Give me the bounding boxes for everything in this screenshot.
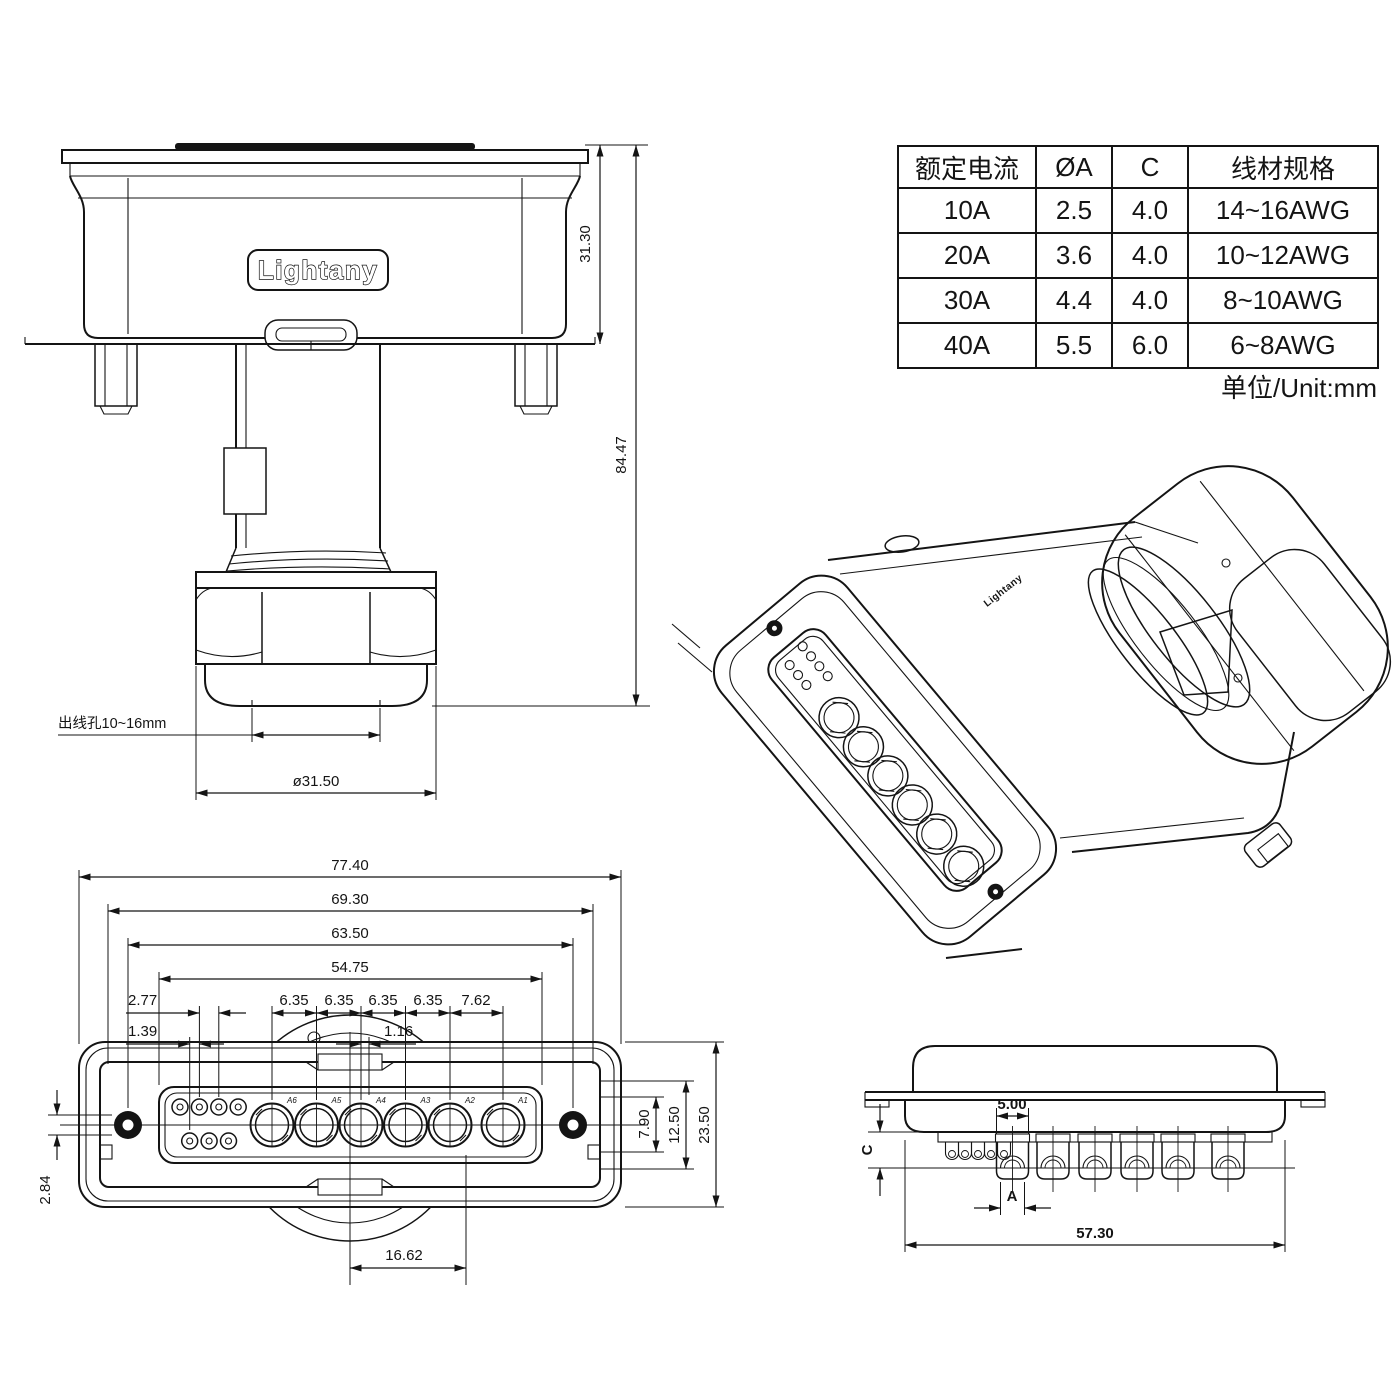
col-diameter-a: ØA: [1035, 145, 1113, 189]
dim-flange-height: 31.30: [577, 144, 648, 344]
svg-text:ø31.50: ø31.50: [293, 773, 340, 790]
face-view: A6 A5 A4 A3 A2 A1: [37, 857, 724, 1285]
dim-insert-width: 54.75: [158, 959, 543, 1085]
mount-hole-right: [559, 1111, 587, 1139]
logo-plate: [247, 249, 389, 291]
dim-center-to-contact: 16.62: [349, 1155, 467, 1285]
svg-text:A4: A4: [375, 1096, 386, 1105]
svg-text:69.30: 69.30: [331, 891, 369, 908]
svg-text:54.75: 54.75: [331, 959, 369, 976]
col-c: C: [1111, 145, 1189, 189]
gland-dome: [204, 663, 428, 707]
unit-note: 单位/Unit:mm: [1220, 373, 1377, 403]
side-view: 5.00 C A 57.30: [859, 1045, 1326, 1252]
svg-text:出线孔10~16mm: 出线孔10~16mm: [58, 715, 166, 732]
dim-signal-row-offset: 1.39: [126, 1023, 224, 1130]
brand-logo-front: Lightany: [258, 255, 378, 285]
svg-text:57.30: 57.30: [1076, 1225, 1114, 1242]
svg-text:C: C: [859, 1144, 876, 1155]
gland-threads: [225, 547, 392, 573]
dim-signal-pitch: 2.77: [126, 992, 246, 1097]
table-row: 30A 4.4 4.0 8~10AWG: [897, 277, 1379, 324]
dim-insert-height: 7.90: [600, 1096, 664, 1153]
svg-text:16.62: 16.62: [385, 1247, 423, 1264]
dim-shell-height: 12.50: [600, 1080, 694, 1170]
svg-text:2.84: 2.84: [37, 1175, 54, 1204]
svg-text:31.30: 31.30: [577, 225, 594, 263]
gland-hex-nut: [195, 587, 437, 665]
svg-text:6.35: 6.35: [413, 992, 442, 1009]
iso-gland-nut: [1101, 465, 1392, 765]
signal-pins: [171, 1098, 247, 1150]
board-foot-left: [94, 343, 138, 415]
svg-text:A3: A3: [420, 1096, 431, 1105]
col-wire-gauge: 线材规格: [1187, 145, 1379, 189]
svg-text:23.50: 23.50: [696, 1106, 713, 1144]
dim-flange-height-face: 23.50: [625, 1041, 724, 1208]
svg-text:A: A: [1007, 1188, 1018, 1205]
dim-power-pitches: 6.35 6.35 6.35 6.35 7.62: [271, 992, 504, 1100]
dim-body-width-side: 57.30: [904, 1140, 1286, 1252]
iso-view: Lightany: [671, 465, 1392, 959]
table-row: 40A 5.5 6.0 6~8AWG: [897, 322, 1379, 369]
dim-cup-width: 5.00: [996, 1096, 1029, 1134]
spec-table-header-row: 额定电流 ØA C 线材规格: [897, 145, 1379, 189]
power-solder-cups: [935, 1126, 1295, 1192]
dim-mount-spacing: 63.50: [127, 925, 574, 1108]
signal-solder-cups: [944, 1142, 1012, 1161]
svg-text:A5: A5: [331, 1096, 342, 1105]
svg-text:7.62: 7.62: [461, 992, 490, 1009]
iso-label-window: [1159, 608, 1233, 696]
dim-gland-diameter: ø31.50: [195, 666, 437, 800]
table-row: 10A 2.5 4.0 14~16AWG: [897, 187, 1379, 234]
svg-text:6.35: 6.35: [324, 992, 353, 1009]
svg-text:A6: A6: [286, 1096, 297, 1105]
dim-total-height: 84.47: [432, 145, 650, 707]
svg-text:6.35: 6.35: [368, 992, 397, 1009]
svg-text:A1: A1: [517, 1096, 528, 1105]
svg-text:84.47: 84.47: [613, 436, 630, 474]
spec-table: 额定电流 ØA C 线材规格 10A 2.5 4.0 14~16AWG 20A …: [897, 145, 1379, 369]
dim-cable-hole: 出线孔10~16mm: [58, 708, 381, 742]
svg-text:12.50: 12.50: [666, 1106, 683, 1144]
svg-text:A2: A2: [464, 1096, 475, 1105]
power-contacts: A6 A5 A4 A3 A2 A1: [249, 1096, 528, 1148]
top-seal-strip: [175, 143, 475, 150]
svg-text:63.50: 63.50: [331, 925, 369, 942]
svg-text:5.00: 5.00: [997, 1096, 1026, 1113]
front-view: Lightany: [24, 143, 650, 800]
brand-logo-iso: Lightany: [982, 573, 1025, 610]
mount-hole-left: [114, 1111, 142, 1139]
dim-overall-width: 77.40: [78, 857, 622, 1044]
svg-text:7.90: 7.90: [636, 1109, 653, 1138]
svg-text:2.77: 2.77: [128, 992, 157, 1009]
svg-text:6.35: 6.35: [279, 992, 308, 1009]
svg-text:77.40: 77.40: [331, 857, 369, 874]
tube-side-tab: [223, 447, 267, 515]
iso-power-contacts: [818, 696, 985, 888]
dim-body-width: 63.50 69.30: [107, 891, 594, 1064]
iso-face: [712, 574, 1058, 946]
col-rated-current: 额定电流: [897, 145, 1037, 189]
board-foot-right: [514, 343, 558, 415]
table-row: 20A 3.6 4.0 10~12AWG: [897, 232, 1379, 279]
svg-text:1.39: 1.39: [128, 1023, 157, 1040]
dim-hole-offset: 2.84: [37, 1090, 112, 1205]
dim-power-offset: 1.16: [336, 1023, 416, 1095]
dim-crimp-depth: C: [859, 1104, 940, 1196]
svg-text:1.16: 1.16: [384, 1023, 413, 1040]
dim-cup-inner: A: [974, 1182, 1051, 1215]
